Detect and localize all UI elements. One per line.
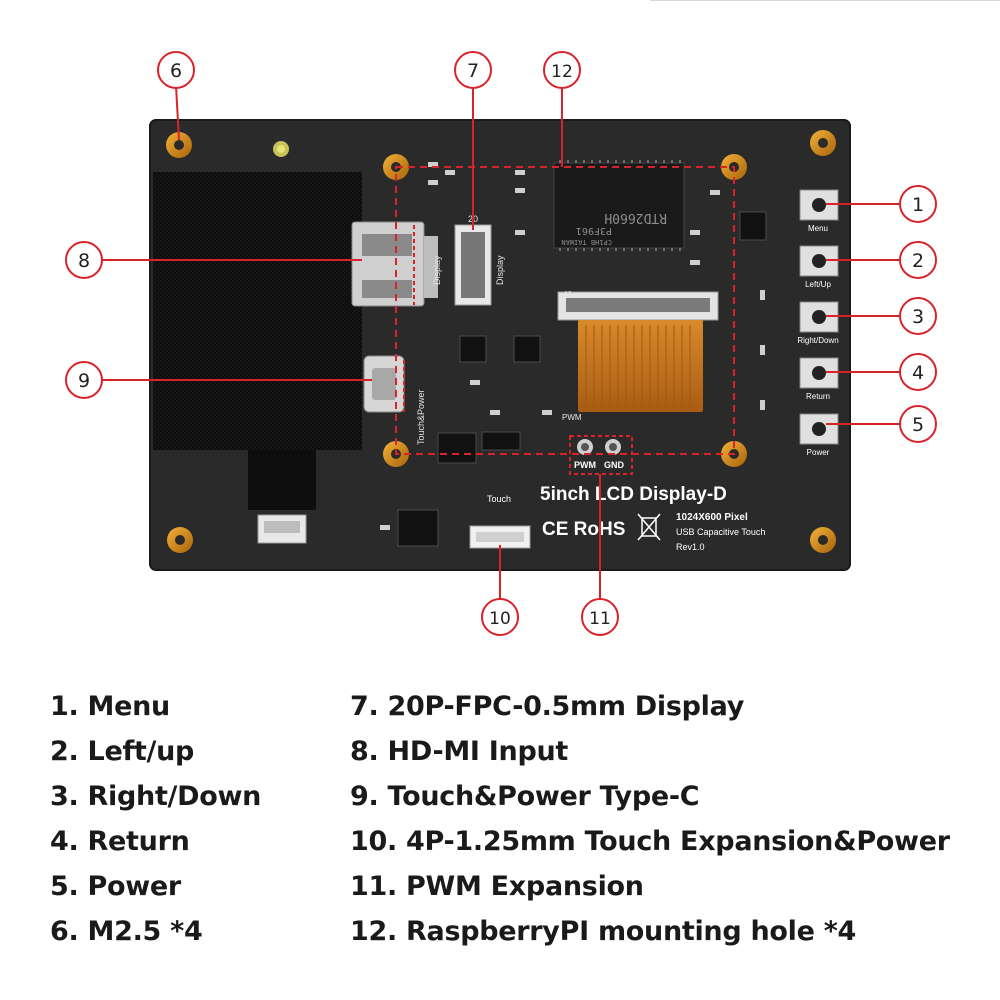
callout-number: 11 (589, 609, 611, 629)
callout-number: 4 (912, 362, 924, 384)
button-label-leftup: Left/Up (805, 280, 831, 289)
legend-item: 11. PWM Expansion (350, 871, 644, 902)
board-resolution: 1024X600 Pixel (676, 512, 748, 523)
touch-silk: Touch (487, 494, 511, 504)
inductors (397, 211, 767, 547)
button-label-menu: Menu (808, 224, 828, 233)
callout-number: 7 (467, 60, 479, 82)
button-label-rightdown: Right/Down (797, 336, 838, 345)
fpc2-count-silk: 40 (563, 290, 572, 299)
legend-item: 9. Touch&Power Type-C (350, 781, 700, 812)
pwm-silk: PWM (562, 413, 582, 422)
callout-6: 6 (157, 51, 195, 89)
callout-number: 8 (78, 250, 90, 272)
callout-number: 6 (170, 60, 182, 82)
callout-number: 10 (489, 609, 511, 629)
button-label-return: Return (806, 392, 830, 401)
pwm-outline (569, 435, 633, 475)
foam-pad (153, 172, 362, 450)
display-silk-right: Display (495, 255, 505, 285)
board-svg: Touch&Power Display Display 20 RTD2660H … (65, 51, 937, 636)
main-chip (553, 160, 685, 251)
pad-label-gnd: GND (604, 460, 625, 470)
type-c-port (363, 355, 405, 413)
callout-5: 5 (899, 405, 937, 443)
chip-text-3: CP1HB TAIWAN (561, 238, 612, 246)
callout-2: 2 (899, 241, 937, 279)
board-revision: Rev1.0 (676, 542, 705, 552)
callout-number: 12 (551, 62, 573, 82)
button-label-power: Power (807, 448, 830, 457)
ribbon-tail (248, 450, 316, 510)
legend-item: 4. Return (50, 826, 190, 857)
callout-number: 1 (912, 194, 924, 216)
board-diagram: Touch&Power Display Display 20 RTD2660H … (65, 51, 937, 636)
callout-7: 7 (454, 51, 492, 89)
callout-10: 10 (481, 598, 519, 636)
power-button (799, 413, 839, 445)
display-silk-left: Display (432, 255, 442, 285)
legend-item: 10. 4P-1.25mm Touch Expansion&Power (350, 826, 950, 857)
callout-number: 9 (78, 370, 90, 392)
chip-text-1: RTD2660H (604, 210, 667, 225)
legend-item: 7. 20P-FPC-0.5mm Display (350, 691, 745, 722)
cert-marks: CE RoHS (542, 519, 625, 540)
legend-item: 6. M2.5 *4 (50, 916, 203, 947)
display-fpc (557, 291, 719, 412)
weee-bin-icon (637, 513, 661, 541)
top-divider (650, 0, 1000, 1)
callout-lines (101, 85, 900, 600)
callout-number: 5 (912, 414, 924, 436)
chip-text-2: P3F961 (576, 225, 612, 236)
callout-11: 11 (581, 598, 619, 636)
rpi-mount-outline (395, 166, 735, 455)
callout-12: 12 (543, 51, 581, 89)
legend-right-column: 7. 20P-FPC-0.5mm Display 8. HD-MI Input … (350, 684, 950, 954)
callout-9: 9 (65, 361, 103, 399)
typec-silk: Touch&Power (416, 389, 426, 445)
callout-1: 1 (899, 185, 937, 223)
legend-left-column: 1. Menu 2. Left/up 3. Right/Down 4. Retu… (50, 684, 261, 954)
callout-number: 2 (912, 250, 924, 272)
legend-item: 8. HD-MI Input (350, 736, 568, 767)
hdmi-port (351, 221, 438, 307)
legend-item: 12. RaspberryPI mounting hole *4 (350, 916, 857, 947)
fpc-20p-connector (454, 224, 492, 306)
legend-item: 1. Menu (50, 691, 170, 722)
callout-3: 3 (899, 297, 937, 335)
pad-label-pwm: PWM (574, 460, 596, 470)
legend-item: 5. Power (50, 871, 181, 902)
callout-4: 4 (899, 353, 937, 391)
legend-item: 2. Left/up (50, 736, 195, 767)
passives (380, 162, 765, 530)
legend-item: 3. Right/Down (50, 781, 262, 812)
callout-number: 3 (912, 306, 924, 328)
board-title: 5inch LCD Display-D (540, 484, 727, 505)
pwm-gnd-pads (577, 439, 621, 455)
legend: 1. Menu 2. Left/up 3. Right/Down 4. Retu… (0, 670, 1000, 970)
touch-connector (469, 525, 531, 549)
board-touch-type: USB Capacitive Touch (676, 527, 765, 537)
callout-8: 8 (65, 241, 103, 279)
